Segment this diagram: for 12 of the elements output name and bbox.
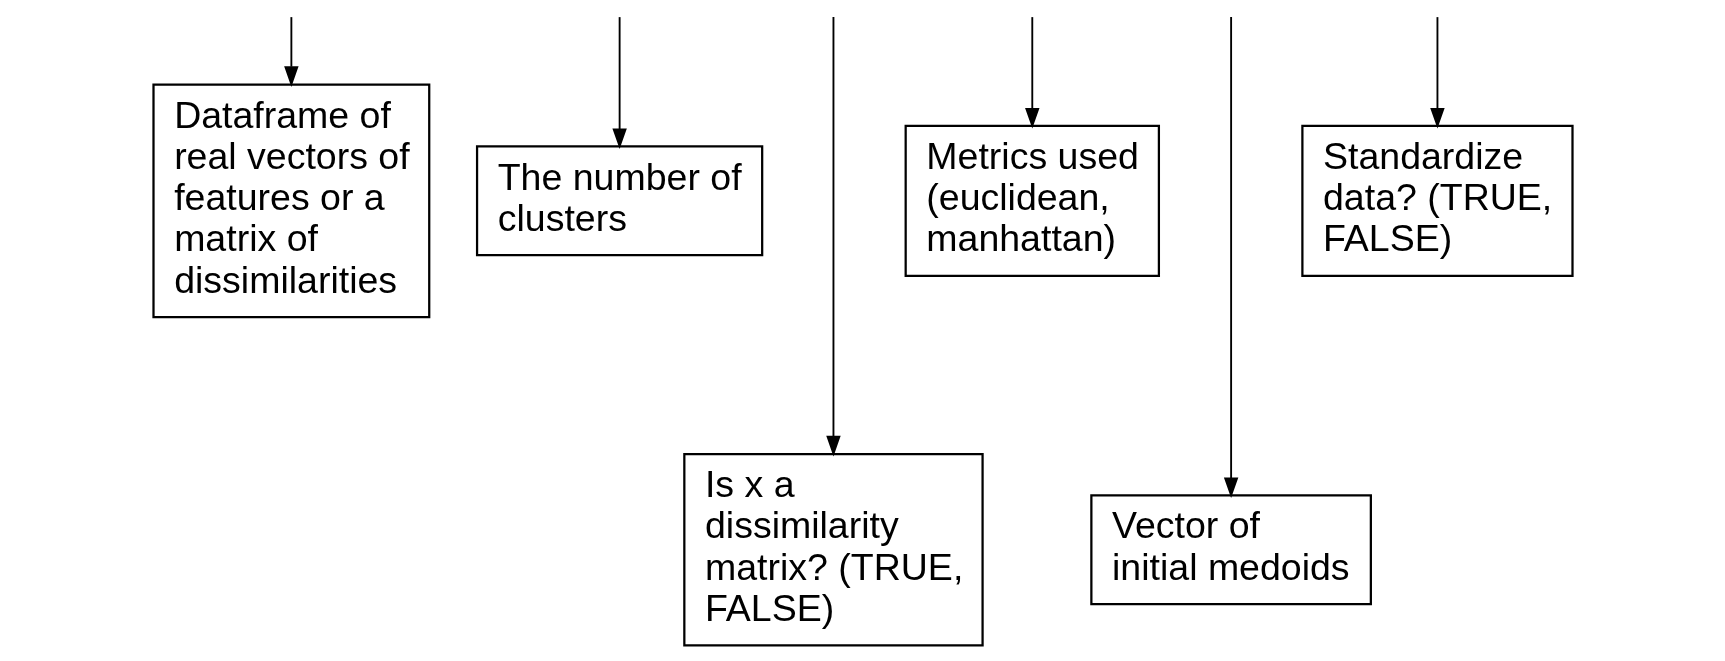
- node-box: Is x a dissimilarity matrix? (TRUE, FALSE): [682, 452, 984, 647]
- arrow: [283, 16, 299, 87]
- arrow: [1024, 16, 1039, 129]
- node-box: Dataframe of real vectors of features or a matrix of dissimilarities: [151, 83, 430, 319]
- node-box: Standardize data? (TRUE, FALSE): [1300, 124, 1574, 277]
- node-box: The number of clusters: [475, 145, 763, 257]
- arrow: [825, 16, 841, 457]
- node-box: Vector of initial medoids: [1089, 494, 1372, 606]
- node-box: Metrics used (euclidean, manhattan): [904, 124, 1160, 277]
- arrow: [611, 16, 627, 150]
- arrow: [1223, 16, 1238, 499]
- arrow: [1429, 16, 1445, 129]
